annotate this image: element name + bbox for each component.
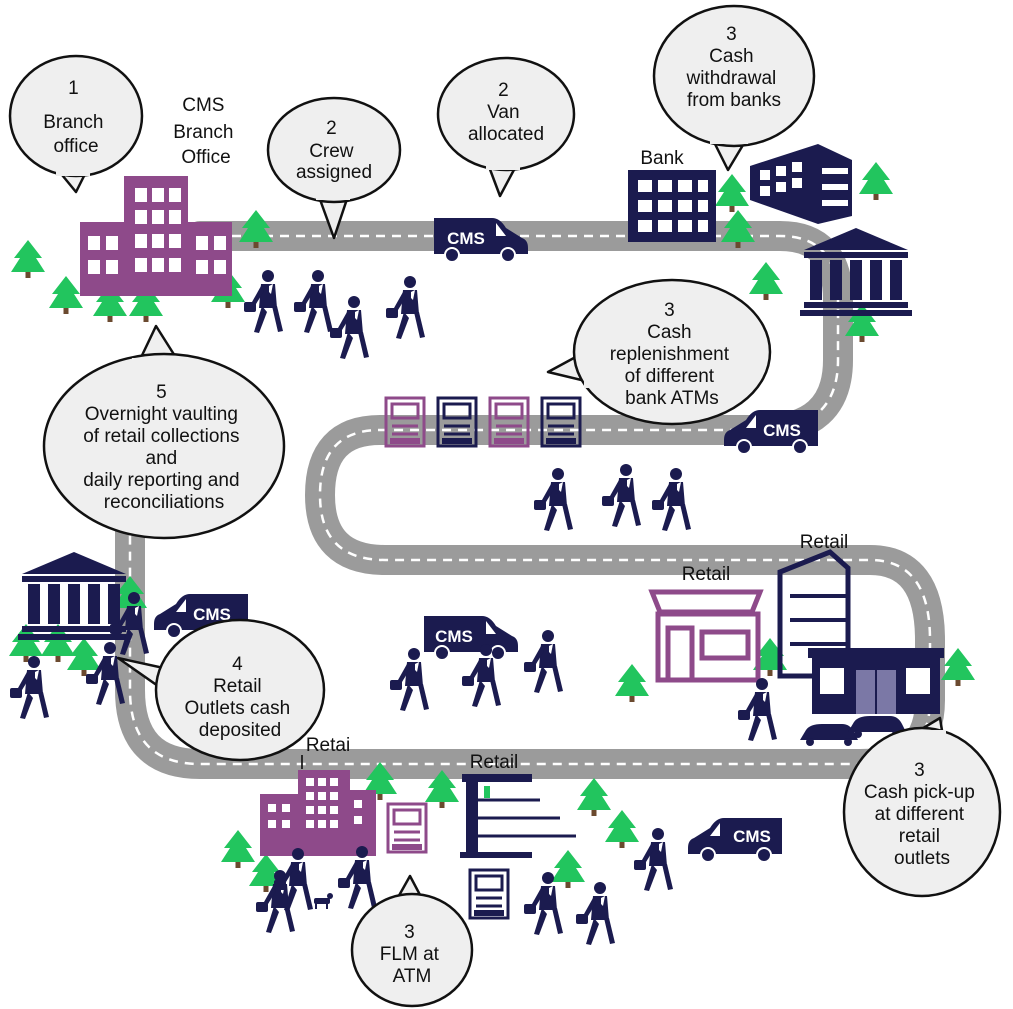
bubble-atm-replenishment: 3 Cash replenishment of different bank A… bbox=[546, 278, 772, 426]
dog-icon bbox=[314, 893, 333, 909]
bubble-overnight-vaulting: 5 Overnight vaulting of retail collectio… bbox=[42, 324, 286, 540]
svg-text:3 Cash pick-up at: 3 Cash pick-up at different retail outle… bbox=[864, 760, 980, 869]
svg-text:2 Crew assigned: 2 Crew assigned bbox=[296, 118, 372, 183]
svg-text:CMS: CMS bbox=[447, 229, 485, 248]
bubble-crew-assigned: 2 Crew assigned bbox=[266, 96, 402, 240]
retail-label-shop: Retail bbox=[682, 564, 731, 585]
bank-label: Bank bbox=[640, 148, 684, 169]
retail-label-bottom: Retail bbox=[470, 752, 519, 773]
atm-bottom-navy bbox=[468, 868, 510, 920]
retail-shop-building bbox=[648, 589, 764, 683]
retail-label-apartment: Retai bbox=[306, 735, 350, 756]
svg-text:2 Van allocated: 2 Van allocated bbox=[468, 80, 544, 145]
bank-office-building bbox=[750, 144, 852, 224]
retail-tower-building bbox=[777, 549, 851, 679]
bubble-van-allocated: 2 Van allocated bbox=[436, 56, 576, 198]
svg-text:3 FLM at ATM: 3 FLM at ATM bbox=[380, 922, 444, 987]
atm-bottom-purple bbox=[386, 802, 428, 854]
bubble-flm-atm: 3 FLM at ATM bbox=[350, 874, 474, 1008]
retail-store-building bbox=[808, 648, 944, 714]
van-atm-route-label: CMS bbox=[763, 421, 801, 440]
van-middle: CMS bbox=[423, 615, 519, 661]
svg-text:3 Cash withdrawal: 3 Cash withdrawal from banks bbox=[685, 24, 781, 111]
svg-text:4 Retail Outlets c: 4 Retail Outlets cash deposited bbox=[185, 654, 296, 741]
retail-label-tower: Retail bbox=[800, 532, 849, 553]
cms-branch-office-label: CMS Branch Office bbox=[173, 95, 238, 168]
bubble-cash-pickup: 3 Cash pick-up at different retail outle… bbox=[842, 716, 1002, 898]
van-bottom-right-label: CMS bbox=[733, 827, 771, 846]
bubble-cash-withdrawal: 3 Cash withdrawal from banks bbox=[652, 4, 816, 172]
bubble-branch-office: 1 Branch office bbox=[8, 54, 144, 194]
svg-text:1 Branch of: 1 Branch office bbox=[43, 78, 108, 157]
van-top: CMS bbox=[433, 217, 529, 263]
retail-bottom-building bbox=[460, 774, 576, 858]
bank-tower-building bbox=[628, 170, 716, 242]
van-left-label: CMS bbox=[193, 605, 231, 624]
svg-text:5 Overnight vaulting: 5 Overnight vaulting of retail collectio… bbox=[83, 382, 245, 513]
retail-label-apartment-suffix: l bbox=[300, 753, 304, 774]
cms-branch-office-building bbox=[80, 176, 232, 296]
svg-text:3 Cash replenishme: 3 Cash replenishment of different bank A… bbox=[610, 300, 735, 409]
car-icon bbox=[800, 724, 858, 746]
retail-apartment-building bbox=[260, 770, 376, 856]
bubble-retail-deposit: 4 Retail Outlets cash deposited bbox=[116, 618, 326, 762]
svg-text:CMS: CMS bbox=[435, 627, 473, 646]
